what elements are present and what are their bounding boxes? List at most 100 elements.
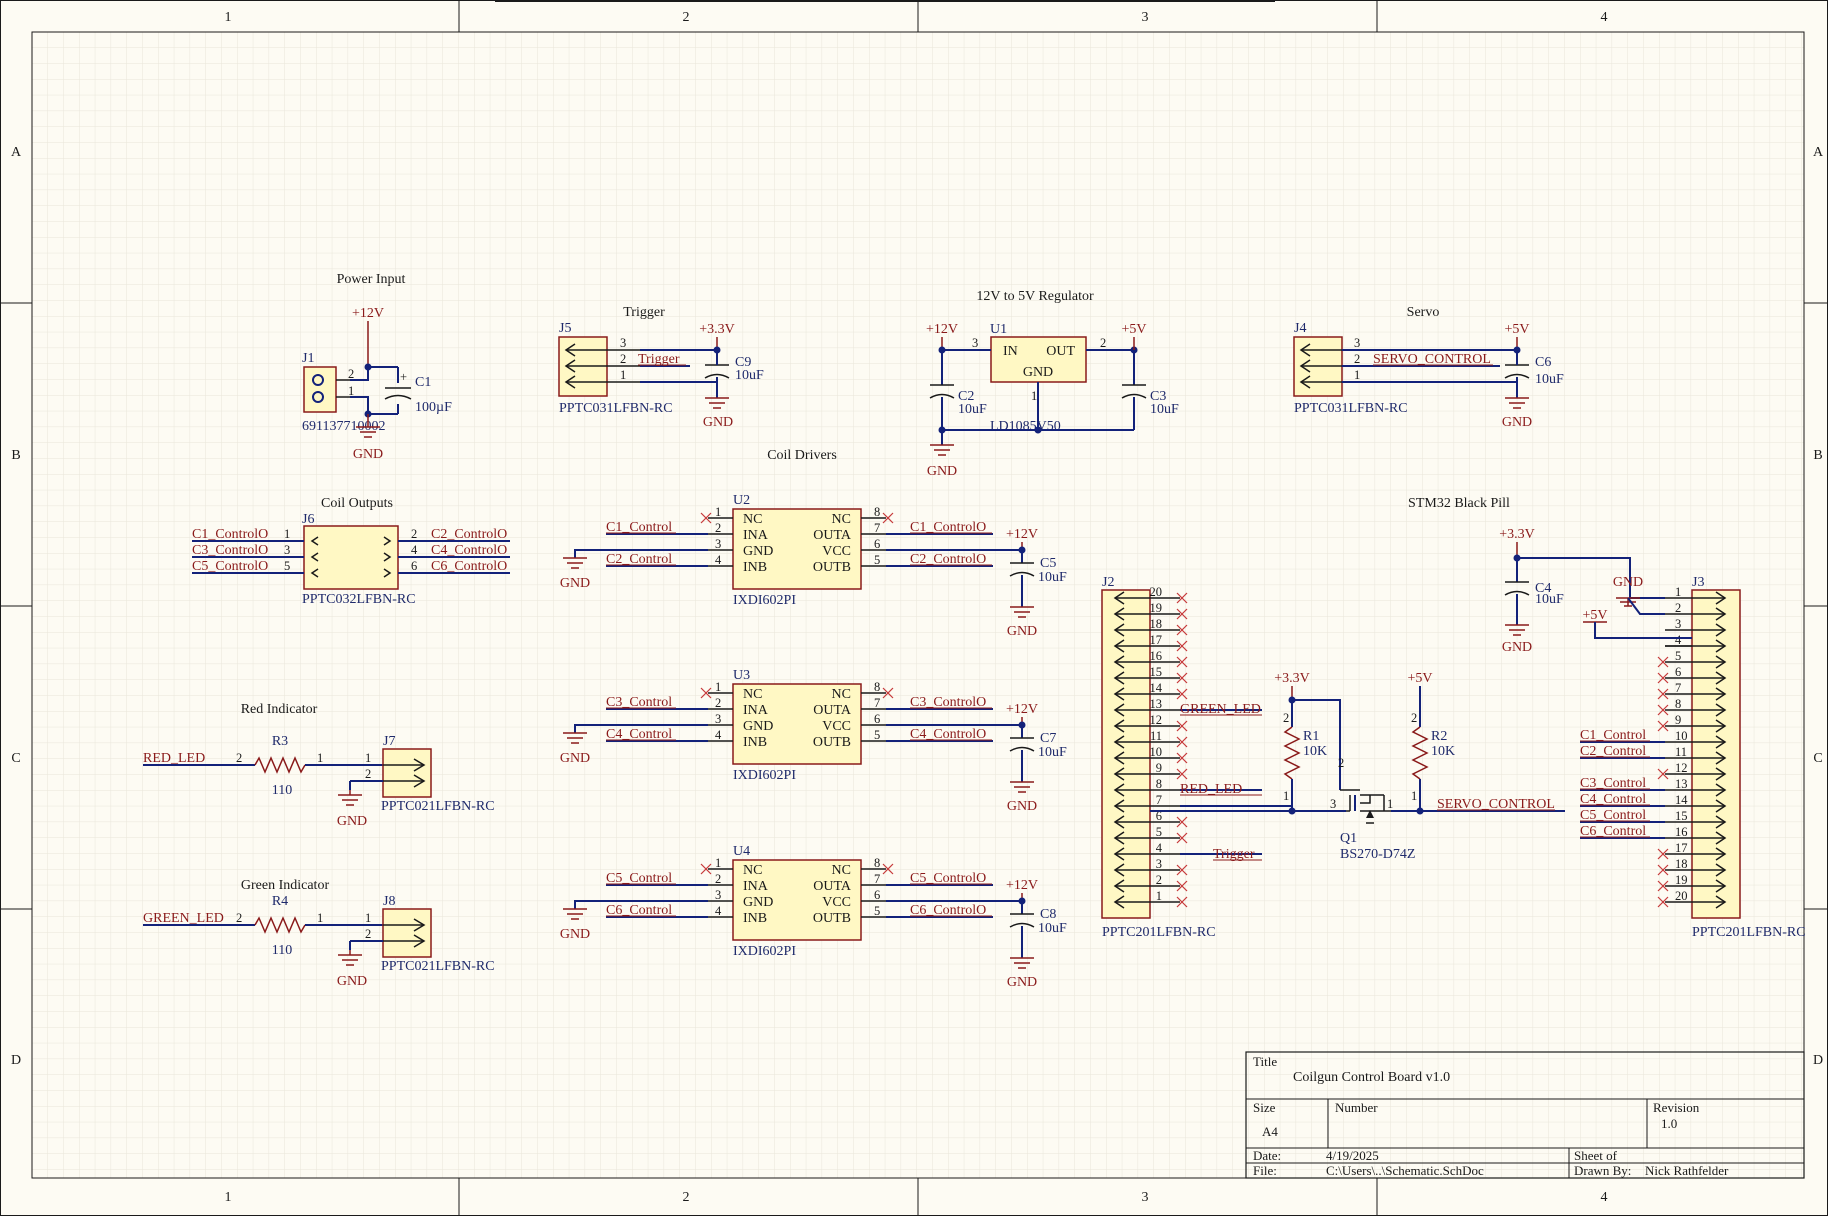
red-indicator-block: RED_LED 2 R3 110 1 J7 PPTC021LFBN-RC 1 2…	[143, 734, 495, 829]
net-label-c6-control: C6_Control	[1580, 824, 1646, 839]
block-title-stm32: STM32 Black Pill	[1408, 496, 1510, 511]
power-port-gnd: GND	[337, 974, 367, 989]
j6-pin-6: 6	[411, 559, 417, 573]
net-label-c3-control: C3_Control	[1580, 776, 1646, 791]
block-title-trigger: Trigger	[623, 305, 665, 320]
j2-pin-15: 15	[1150, 665, 1163, 679]
driver-pin-label: VCC	[822, 544, 851, 559]
j2-pin-11: 11	[1150, 729, 1162, 743]
driver-pin-label: OUTA	[813, 879, 852, 894]
net-label-red-led: RED_LED	[1180, 782, 1242, 797]
net-label-c3-controlo: C3_ControlO	[910, 695, 986, 710]
driver-pin-label: OUTB	[813, 911, 851, 926]
driver-pin-number: 6	[874, 712, 880, 726]
title-label: Title	[1253, 1054, 1277, 1069]
no-connect-mark	[882, 512, 894, 524]
net-label-green-led-indicator: GREEN_LED	[143, 911, 224, 926]
no-connect-mark	[700, 687, 712, 699]
j6-value: PPTC032LFBN-RC	[302, 592, 416, 607]
no-connect-mark	[1176, 688, 1188, 700]
net-label-c5-controlo: C5_ControlO	[910, 871, 986, 886]
u2-driver-ic	[732, 508, 862, 590]
u1-ref: U1	[990, 322, 1007, 337]
power-port-12v: +12V	[1006, 702, 1038, 717]
driver-pin-number: 2	[715, 696, 721, 710]
j6-pin-2: 2	[411, 527, 417, 541]
j8-ref: J8	[383, 894, 395, 909]
net-label-trigger-j5: Trigger	[638, 352, 680, 367]
driver-pin-number: 1	[715, 856, 721, 870]
no-connect-mark	[1657, 704, 1669, 716]
r3-pin-2: 2	[236, 751, 242, 765]
j2-pin-8: 8	[1156, 777, 1162, 791]
q1-value: BS270-D74Z	[1340, 847, 1415, 862]
no-connect-mark	[1176, 736, 1188, 748]
u1-pin-1: 1	[1031, 389, 1037, 403]
net-label-c5-control: C5_Control	[1580, 808, 1646, 823]
u1-pin-gnd: GND	[1023, 365, 1053, 380]
j4-pin-3: 3	[1354, 336, 1360, 350]
j3-pins: 12345678910C1_Control11C2_Control1213C3_…	[1580, 585, 1727, 909]
j6-ref: J6	[302, 512, 314, 527]
no-connect-mark	[1176, 720, 1188, 732]
row-label-d: D	[11, 1053, 21, 1068]
r2-pin-2: 2	[1411, 711, 1417, 725]
drawn-by-label: Drawn By:	[1574, 1163, 1631, 1178]
j3-pin-16: 16	[1675, 825, 1688, 839]
j3-pin-1: 1	[1675, 585, 1681, 599]
driver-pin-number: 8	[874, 680, 880, 694]
j3-pin-13: 13	[1675, 777, 1688, 791]
row-label-a: A	[11, 145, 22, 160]
j3-pin-17: 17	[1675, 841, 1688, 855]
date-label: Date:	[1253, 1148, 1281, 1163]
no-connect-mark	[882, 687, 894, 699]
u1-value: LD1085V50	[990, 419, 1061, 434]
j3-pin-11: 11	[1675, 745, 1687, 759]
no-connect-mark	[1657, 656, 1669, 668]
j8-pin-2: 2	[365, 927, 371, 941]
drawn-by-value: Nick Rathfelder	[1645, 1163, 1729, 1178]
driver-pin-label: INB	[743, 560, 767, 575]
j2-pin-4: 4	[1156, 841, 1163, 855]
driver-pin-number: 7	[874, 696, 880, 710]
j6-pin-4: 4	[411, 543, 418, 557]
power-port-gnd: GND	[560, 927, 590, 942]
power-port-12v: +12V	[1006, 878, 1038, 893]
no-connect-mark	[1657, 896, 1669, 908]
power-port-gnd: GND	[703, 415, 733, 430]
q1-pin-2: 2	[1338, 756, 1344, 770]
j3-pin-2: 2	[1675, 601, 1681, 615]
c8-ref: C8	[1040, 907, 1056, 922]
driver-pin-label: OUTB	[813, 735, 851, 750]
r1-resistor	[1283, 726, 1301, 780]
regulator-block: +12V U1 IN OUT GND LD1085V50 3 2 1 C2 10…	[926, 322, 1179, 479]
q1-ref: Q1	[1340, 831, 1357, 846]
j5-pin-1: 1	[620, 368, 626, 382]
c5-value: 10uF	[1038, 570, 1067, 585]
row-label-c-right: C	[1813, 751, 1822, 766]
j3-connector	[1691, 589, 1741, 919]
driver-pin-label: INA	[743, 528, 769, 543]
grid-background	[32, 32, 1804, 1178]
j7-value: PPTC021LFBN-RC	[381, 799, 495, 814]
driver-pin-label: GND	[743, 719, 773, 734]
r4-pin-2: 2	[236, 911, 242, 925]
driver-pin-number: 3	[715, 537, 721, 551]
driver-pin-number: 3	[715, 888, 721, 902]
title-value: Coilgun Control Board v1.0	[1293, 1070, 1450, 1085]
c7-ref: C7	[1040, 731, 1056, 746]
no-connect-mark	[1657, 768, 1669, 780]
j3-ref: J3	[1692, 575, 1704, 590]
number-label: Number	[1335, 1100, 1378, 1115]
j4-value: PPTC031LFBN-RC	[1294, 401, 1408, 416]
j2-pin-9: 9	[1156, 761, 1162, 775]
u4-ref: U4	[733, 844, 750, 859]
date-value: 4/19/2025	[1326, 1148, 1379, 1163]
col-label-3: 3	[1142, 10, 1149, 25]
title-block: Title Coilgun Control Board v1.0 Size A4…	[1245, 1051, 1805, 1179]
c2-value: 10uF	[958, 402, 987, 417]
trigger-block: J5 PPTC031LFBN-RC 3 2 1 Trigger +3.3V C9…	[558, 321, 764, 430]
j2-pin-18: 18	[1150, 617, 1163, 631]
driver-pin-label: VCC	[822, 719, 851, 734]
net-label-c2-control: C2_Control	[1580, 744, 1646, 759]
